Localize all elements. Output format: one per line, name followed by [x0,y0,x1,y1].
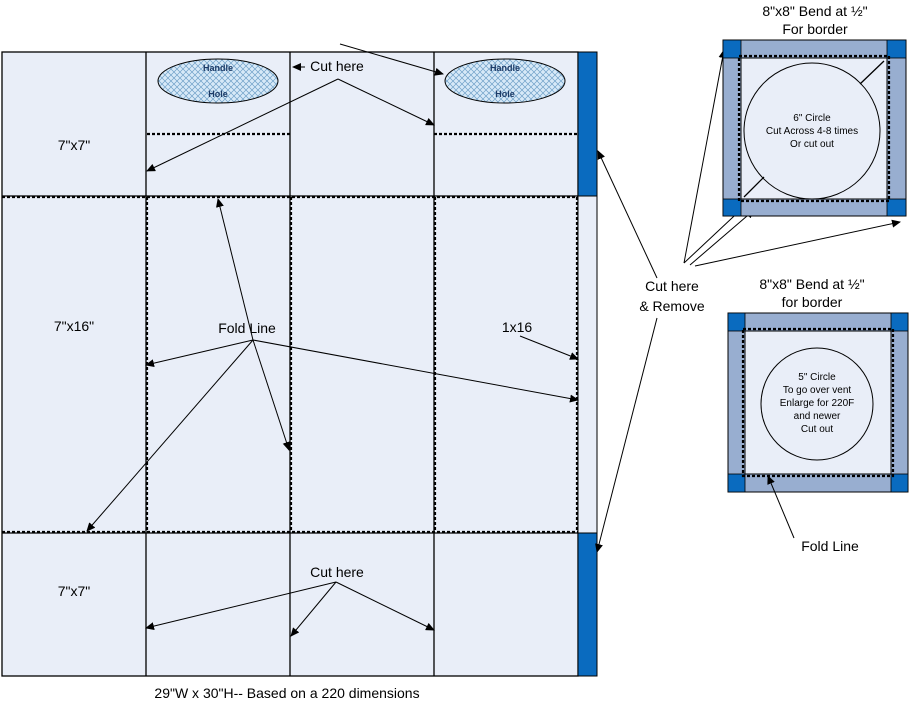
label-fold-line: Fold Line [218,320,276,336]
panel2-circle-line1: 5" Circle [798,372,836,383]
panel1-corner-tr [886,39,907,59]
panel-5in-circle: 8"x8" Bend at ½" for border 5" Circle To… [727,276,909,554]
panel1-title-line1: 8"x8" Bend at ½" [762,3,867,19]
panel2-circle [760,347,874,461]
handle-label-2a: Handle [490,63,520,73]
panel1-circle-line2: Cut Across 4-8 times [766,126,858,137]
arrows-cut-top [146,43,444,172]
label-top-square: 7"x7" [58,137,91,153]
main-template: Handle Hole Handle Hole 7"x7" 7"x16" 7"x… [1,43,598,701]
label-cut-here-top: Cut here [310,58,364,74]
label-cut-here-bottom: Cut here [310,564,364,580]
panel2-fold-line-label: Fold Line [801,538,859,554]
panel1-corner-bl [722,198,742,217]
panel2-title-line2: for border [782,294,843,310]
panel2-circle-line3: Enlarge for 220F [780,398,855,409]
caption: 29"W x 30"H-- Based on a 220 dimensions [154,685,419,701]
handle-label-1a: Handle [203,63,233,73]
handle-label-2b: Hole [495,89,515,99]
label-middle-panel: 7"x16" [54,318,94,334]
panel1-corner-br [886,198,907,217]
panel1-circle [743,62,881,200]
handle-label-1b: Hole [208,89,228,99]
panel1-title-line2: For border [782,21,848,37]
panel2-corner-tr [890,312,909,332]
panel2-corner-bl [727,473,746,493]
panel2-title-line1: 8"x8" Bend at ½" [759,276,864,292]
arrows-fold-line [86,198,579,532]
arrows-cut-bottom [145,581,435,637]
panel2-circle-line4: and newer [794,411,841,422]
handle-hole-1: Handle Hole [157,58,279,104]
panel2-circle-line2: To go over vent [783,385,852,396]
handle-hole-2: Handle Hole [444,58,566,104]
remove-strip-top [577,51,598,197]
panel2-corner-tl [727,312,746,332]
label-cut-remove-1: Cut here [645,278,699,294]
label-cut-remove-2: & Remove [639,298,705,314]
panel1-circle-line1: 6" Circle [793,113,831,124]
panel2-corner-br [890,473,909,493]
remove-strip-bottom [577,532,598,677]
label-bottom-square: 7"x7" [58,583,91,599]
panel-6in-circle: 8"x8" Bend at ½" For border 6" Circle Cu… [722,3,907,217]
strip-middle [577,195,598,534]
label-strip-size: 1x16 [502,319,533,335]
panel1-circle-line3: Or cut out [790,139,834,150]
panel1-corner-tl [722,39,742,59]
panel2-circle-line5: Cut out [801,424,833,435]
